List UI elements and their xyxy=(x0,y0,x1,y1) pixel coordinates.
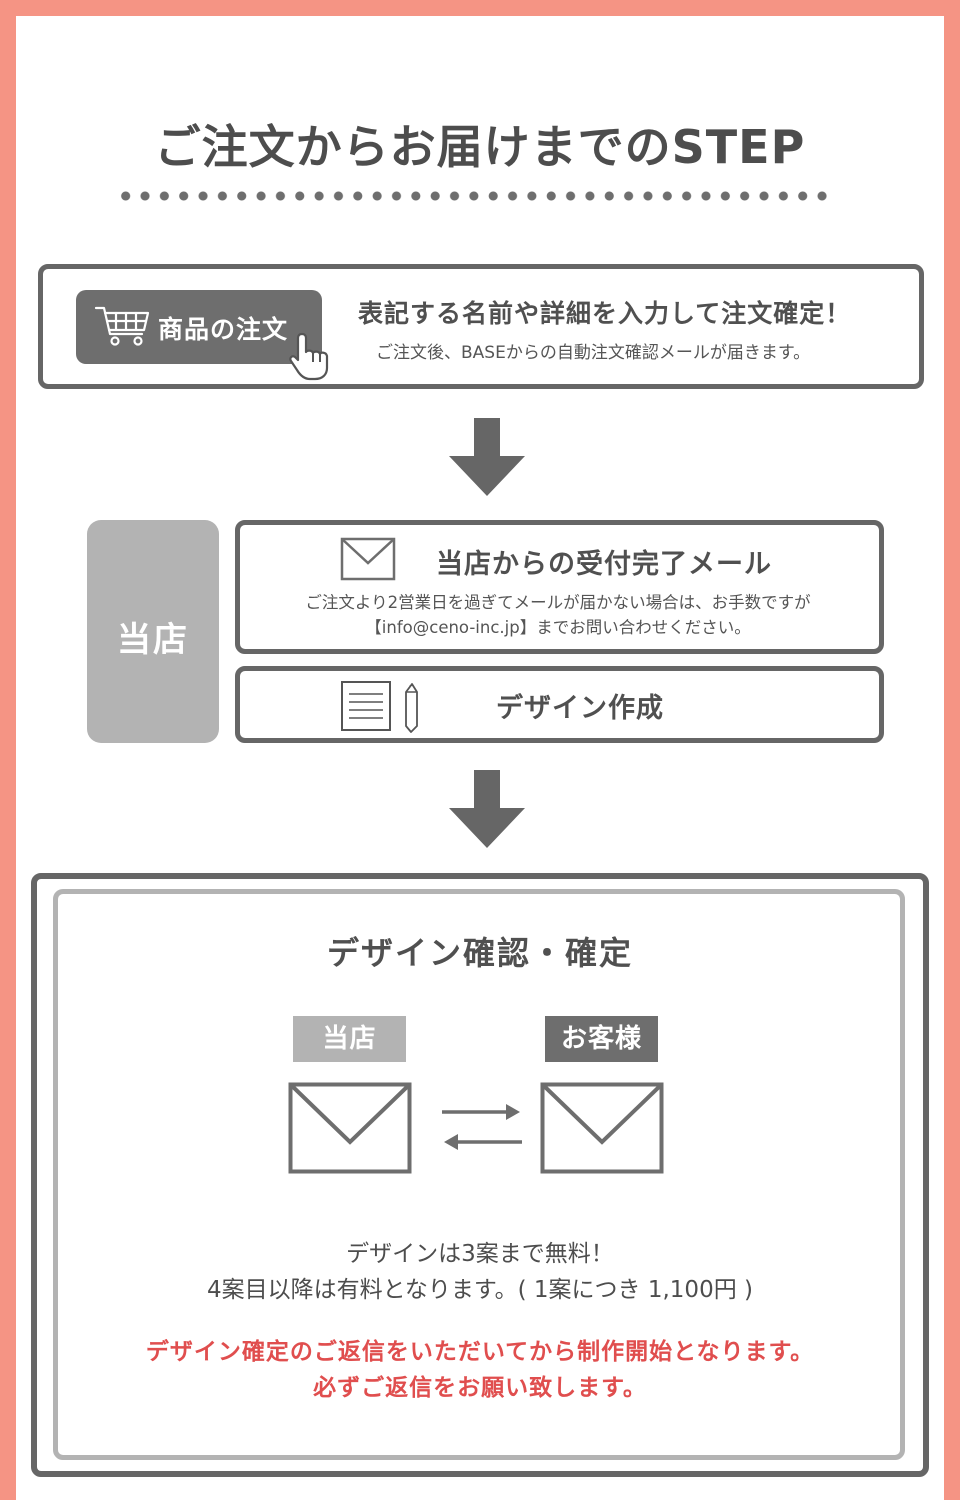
pricing-note-line2: 4案目以降は有料となります。( 1案につき 1,100円 ) xyxy=(206,1277,753,1303)
order-confirmation-note: ご注文後、BASEからの自動注文確認メールが届きます。 xyxy=(376,343,811,363)
page-title: ご注文からお届けまでのSTEP xyxy=(154,120,806,174)
receipt-mail-note-line1: ご注文より2営業日を過ぎてメールが届かない場合は、お手数ですが xyxy=(305,593,811,612)
dotted-divider xyxy=(116,189,832,203)
store-side-label-box: 当店 xyxy=(87,520,219,743)
receipt-mail-note: ご注文より2営業日を過ぎてメールが届かない場合は、お手数ですが 【info@ce… xyxy=(238,590,878,640)
store-envelope-icon xyxy=(288,1082,412,1174)
document-icon xyxy=(341,681,391,731)
exchange-arrows-icon xyxy=(442,1104,522,1150)
cart-icon xyxy=(94,302,154,354)
down-arrow-icon xyxy=(449,418,525,496)
envelope-icon xyxy=(340,537,396,581)
store-side-label: 当店 xyxy=(117,620,189,660)
receipt-mail-heading: 当店からの受付完了メール xyxy=(436,549,772,580)
pricing-note: デザインは3案まで無料！ 4案目以降は有料となります。( 1案につき 1,100… xyxy=(16,1236,944,1308)
receipt-mail-note-line2: 【info@ceno-inc.jp】までお問い合わせください。 xyxy=(365,618,751,637)
step-guide-page: ご注文からお届けまでのSTEP 商品の注文 表記する名前や詳細を入力して注文確定… xyxy=(16,16,944,1500)
order-instruction: 表記する名前や詳細を入力して注文確定！ xyxy=(358,299,852,328)
reply-required-line1: デザイン確定のご返信をいただいてから制作開始となります。 xyxy=(145,1339,815,1365)
reply-required-note: デザイン確定のご返信をいただいてから制作開始となります。 必ずご返信をお願い致し… xyxy=(16,1334,944,1406)
store-tag: 当店 xyxy=(293,1016,406,1062)
order-button-label: 商品の注文 xyxy=(158,315,289,344)
design-confirm-inner-box xyxy=(53,889,905,1460)
hand-pointer-icon xyxy=(288,330,336,386)
design-creation-heading: デザイン作成 xyxy=(496,693,664,724)
order-product-button[interactable]: 商品の注文 xyxy=(76,290,322,364)
customer-envelope-icon xyxy=(540,1082,664,1174)
down-arrow-icon xyxy=(449,770,525,848)
pencil-icon xyxy=(405,683,418,733)
reply-required-line2: 必ずご返信をお願い致します。 xyxy=(313,1375,647,1401)
design-confirm-title: デザイン確認・確定 xyxy=(326,934,633,972)
customer-tag: お客様 xyxy=(545,1016,658,1062)
pricing-note-line1: デザインは3案まで無料！ xyxy=(346,1241,614,1267)
